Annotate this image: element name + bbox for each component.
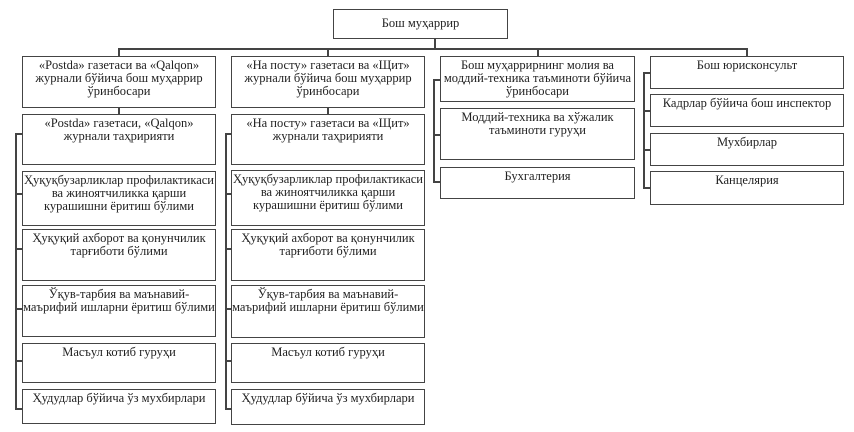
unit-label: «Postda» газетаси, «Qalqon» журнали таҳр… xyxy=(44,116,194,143)
connector xyxy=(15,408,22,410)
unit-label: Ўқув-тарбия ва маънавий-маърифий ишларни… xyxy=(232,287,424,314)
connector xyxy=(746,48,748,56)
connector xyxy=(537,48,539,56)
column-1-unit: Ҳуқуқий ахборот ва қонунчилик тарғиботи … xyxy=(22,229,216,281)
unit-label: Масъул котиб гуруҳи xyxy=(62,345,176,359)
connector xyxy=(118,48,120,56)
connector xyxy=(643,110,650,112)
column-1-unit: Масъул котиб гуруҳи xyxy=(22,343,216,383)
unit-label: Ҳудудлар бўйича ўз мухбирлари xyxy=(241,391,415,405)
column-2-head-label: «На посту» газетаси ва «Щит» журнали бўй… xyxy=(244,58,412,98)
connector xyxy=(434,38,436,49)
column-1-head-label: «Postda» газетаси ва «Qalqon» журнали бў… xyxy=(35,58,203,98)
column-2-unit: Масъул котиб гуруҳи xyxy=(231,343,425,383)
column-2-unit: Ҳуқуқбузарликлар профилактикаси ва жиноя… xyxy=(231,170,425,226)
column-2-unit: Ҳудудлар бўйича ўз мухбирлари xyxy=(231,389,425,425)
root-box-chief-editor: Бош муҳаррир xyxy=(333,9,508,39)
connector xyxy=(225,308,232,310)
column-4-unit: Канцелярия xyxy=(650,171,844,205)
column-2-unit: Ўқув-тарбия ва маънавий-маърифий ишларни… xyxy=(231,285,425,338)
unit-label: Ҳудудлар бўйича ўз мухбирлари xyxy=(32,391,206,405)
unit-label: Ҳуқуқбузарликлар профилактикаси ва жиноя… xyxy=(23,173,215,213)
column-3-head: Бош муҳаррирнинг молия ва моддий-техника… xyxy=(440,56,635,102)
unit-label: Ҳуқуқбузарликлар профилактикаси ва жиноя… xyxy=(232,172,424,212)
unit-label: Масъул котиб гуруҳи xyxy=(271,345,385,359)
connector xyxy=(15,308,22,310)
connector xyxy=(327,48,329,56)
connector xyxy=(118,107,120,114)
column-2-unit: «На посту» газетаси ва «Щит» журнали таҳ… xyxy=(231,114,425,165)
connector xyxy=(643,149,650,151)
connector xyxy=(433,134,440,136)
unit-label: Ўқув-тарбия ва маънавий-маърифий ишларни… xyxy=(23,287,215,314)
column-1-head: «Postda» газетаси ва «Qalqon» журнали бў… xyxy=(22,56,216,108)
connector xyxy=(643,187,650,189)
column-2-head: «На посту» газетаси ва «Щит» журнали бўй… xyxy=(231,56,425,108)
connector xyxy=(225,248,232,250)
unit-label: Кадрлар бўйича бош инспектор xyxy=(662,96,832,110)
connector xyxy=(433,181,440,183)
connector xyxy=(15,360,22,362)
unit-label: Мухбирлар xyxy=(717,135,777,149)
connector xyxy=(15,193,22,195)
column-3-unit: Моддий-техника ва хўжалик таъминоти гуру… xyxy=(440,108,635,160)
unit-label: Ҳуқуқий ахборот ва қонунчилик тарғиботи … xyxy=(32,231,206,258)
unit-label: Ҳуқуқий ахборот ва қонунчилик тарғиботи … xyxy=(241,231,415,258)
connector xyxy=(433,79,440,81)
column-4-head: Бош юрисконсульт xyxy=(650,56,844,89)
unit-label: Моддий-техника ва хўжалик таъминоти гуру… xyxy=(461,110,614,137)
connector xyxy=(327,107,329,114)
connector xyxy=(225,133,227,409)
connector xyxy=(225,360,232,362)
column-3-head-label: Бош муҳаррирнинг молия ва моддий-техника… xyxy=(443,58,632,98)
root-label: Бош муҳаррир xyxy=(381,16,460,30)
column-1-unit: «Postda» газетаси, «Qalqon» журнали таҳр… xyxy=(22,114,216,165)
column-4-unit: Кадрлар бўйича бош инспектор xyxy=(650,94,844,127)
unit-label: Бухгалтерия xyxy=(504,169,571,183)
column-4-head-label: Бош юрисконсульт xyxy=(696,58,798,72)
connector xyxy=(15,133,22,135)
column-4-unit: Мухбирлар xyxy=(650,133,844,166)
column-1-unit: Ўқув-тарбия ва маънавий-маърифий ишларни… xyxy=(22,285,216,337)
connector xyxy=(643,72,650,74)
unit-label: Канцелярия xyxy=(715,173,779,187)
connector xyxy=(15,133,17,409)
connector xyxy=(15,248,22,250)
column-1-unit: Ҳудудлар бўйича ўз мухбирлари xyxy=(22,389,216,424)
connector xyxy=(225,408,232,410)
column-2-unit: Ҳуқуқий ахборот ва қонунчилик тарғиботи … xyxy=(231,229,425,281)
connector xyxy=(433,79,435,182)
connector xyxy=(225,193,232,195)
connector xyxy=(118,48,747,50)
column-3-unit: Бухгалтерия xyxy=(440,167,635,199)
unit-label: «На посту» газетаси ва «Щит» журнали таҳ… xyxy=(246,116,410,143)
connector xyxy=(225,133,232,135)
connector xyxy=(643,72,645,188)
column-1-unit: Ҳуқуқбузарликлар профилактикаси ва жиноя… xyxy=(22,171,216,226)
